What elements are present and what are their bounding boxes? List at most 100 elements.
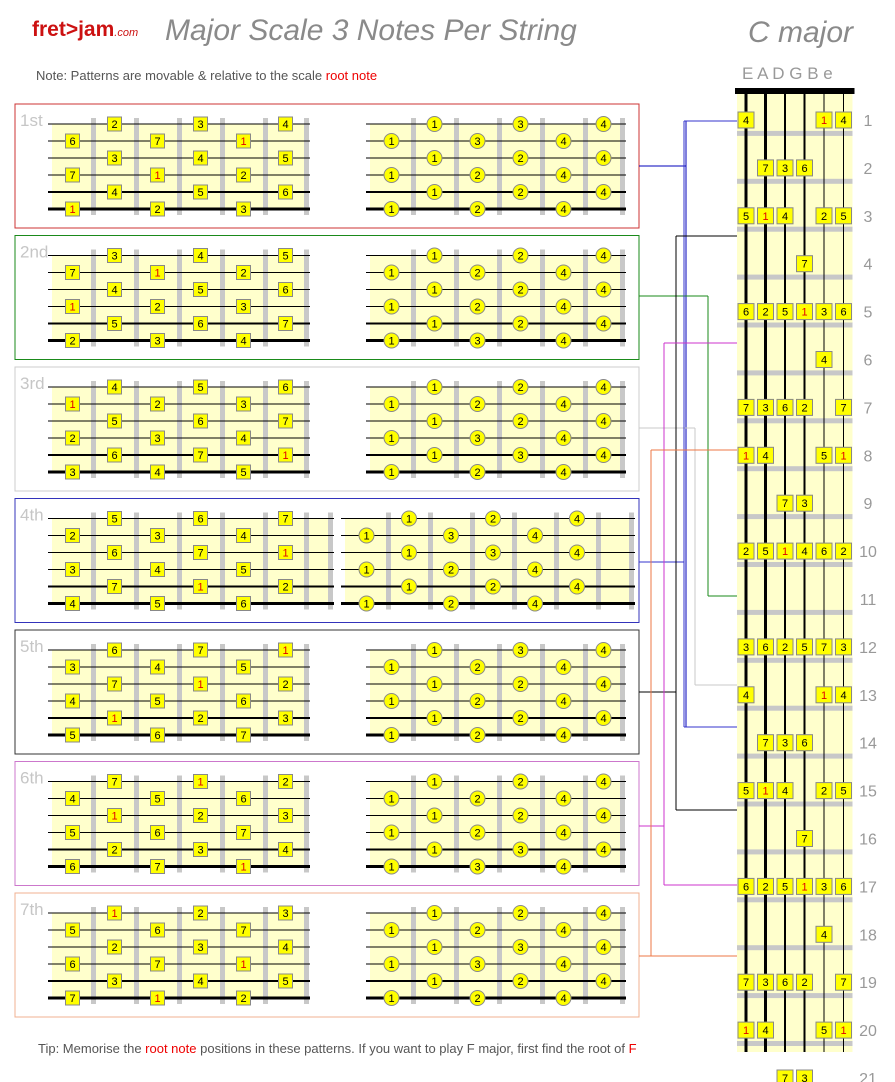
finger-note-label: 2 [517,908,523,920]
interval-note-label: 7 [111,777,117,789]
finger-note [469,464,486,480]
finger-note [555,332,572,349]
interval-note [107,905,122,921]
interval-note-label: 4 [282,845,288,857]
fret-wire [263,118,268,215]
interval-note [236,265,251,280]
finger-note [469,396,486,412]
interval-note [193,545,208,560]
finger-note [555,824,572,841]
interval-note [107,150,122,166]
finger-note-label: 4 [600,713,606,725]
interval-note-label: 2 [282,679,288,691]
finger-note [469,167,486,183]
finger-note [512,710,529,726]
finger-note-label: 1 [431,845,437,857]
fret-wire [263,249,268,347]
nut [735,88,855,94]
finger-note-label: 1 [406,582,412,594]
finger-note-label: 1 [431,811,437,823]
neck-note-label: 3 [801,1073,807,1082]
neck-note-label: 7 [743,402,749,414]
interval-note-label: 3 [197,845,203,857]
finger-note-label: 4 [600,450,606,462]
interval-note-label: 5 [197,285,203,297]
finger-note [555,790,572,807]
finger-note-label: 4 [574,548,580,560]
interval-note-label: 2 [282,582,288,594]
neck-note-label: 7 [840,977,846,989]
interval-note [65,562,80,577]
fret-wire [134,512,139,610]
finger-note [469,990,486,1006]
neck-note-label: 4 [840,115,846,127]
interval-note [65,727,80,743]
finger-note-label: 1 [388,170,394,182]
fret-wire [91,381,96,478]
interval-note-label: 3 [154,336,160,348]
neck-note-label: 3 [782,738,788,750]
finger-note-label: 2 [490,514,496,526]
tip-end: F [628,1041,637,1056]
finger-note [443,595,459,612]
neck-board [737,92,853,1052]
interval-note [107,808,122,823]
finger-note [555,133,572,149]
interval-note-label: 3 [240,302,246,314]
interval-note [236,396,251,412]
neck-note [796,159,813,177]
finger-note [469,858,486,875]
finger-note [527,527,543,544]
interval-note-label: 1 [197,777,203,789]
interval-note [193,379,208,395]
fret-wire [454,644,459,741]
note-prefix: Note: Patterns are movable & relative to… [36,68,326,83]
finger-note-label: 3 [474,136,480,148]
finger-note [383,298,400,315]
neck-note-label: 2 [840,546,846,558]
finger-note-label: 4 [560,336,566,348]
interval-note-label: 2 [69,531,75,543]
finger-note [426,642,443,658]
finger-note-label: 1 [388,302,394,314]
fret-wire [134,907,139,1004]
interval-note-label: 6 [111,548,117,560]
neck-note [776,398,794,416]
finger-note [383,922,400,938]
interval-note [236,201,251,217]
finger-note [555,659,572,675]
neck-note-label: 3 [782,163,788,175]
finger-note-label: 1 [388,433,394,445]
interval-note [107,379,122,395]
neck-note [757,303,774,321]
finger-note [512,905,529,921]
interval-note-label: 7 [111,679,117,691]
finger-note-label: 2 [490,582,496,594]
neck-note-label: 4 [821,929,827,941]
neck-note [776,782,794,800]
interval-note-label: 1 [154,993,160,1005]
finger-note [595,841,612,858]
interval-note [150,299,165,314]
interval-note [278,379,293,395]
finger-note [401,578,417,595]
interval-note-label: 2 [154,302,160,314]
finger-note [469,693,486,709]
finger-note [555,858,572,875]
interval-note [193,579,208,594]
interval-note-label: 4 [111,382,117,394]
neck-note-label: 4 [782,786,788,798]
interval-note [236,167,251,183]
finger-note [383,824,400,841]
interval-note-label: 6 [154,925,160,937]
finger-note-label: 4 [600,645,606,657]
interval-note-label: 5 [69,828,75,840]
neck-note-label: 6 [801,738,807,750]
neck-note-label: 4 [801,546,807,558]
fret-wire [620,907,625,1004]
finger-note-label: 2 [474,925,480,937]
interval-note-label: 3 [282,713,288,725]
neck-note [815,351,833,368]
interval-note [150,133,165,149]
